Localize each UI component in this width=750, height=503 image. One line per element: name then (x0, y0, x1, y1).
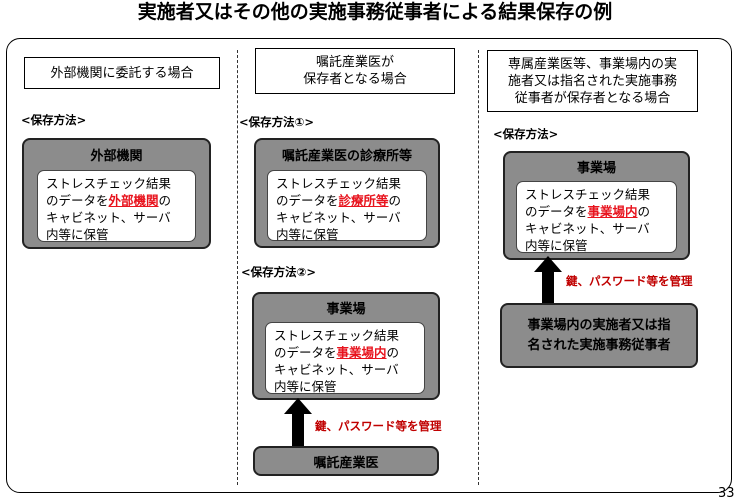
column-3-header-line: 専属産業医等、事業場内の実 (507, 56, 677, 72)
storage-note-line: ストレスチェック結果 (274, 328, 400, 343)
external-agency-box-title: 外部機関 (90, 149, 143, 164)
column-divider-2 (478, 50, 479, 485)
designated-staff-line: 事業場内の実施者又は指 (527, 317, 671, 333)
clinic-box: 嘱託産業医の診療所等 ストレスチェック結果 のデータを診療所等の キャビネット、… (254, 138, 440, 248)
external-agency-storage-note: ストレスチェック結果 のデータを外部機関の キャビネット、サーバ 内等に保管 (37, 170, 196, 242)
page-number: 33 (718, 486, 735, 501)
storage-note-line: ストレスチェック結果 (525, 187, 651, 202)
workplace-storage-note-2: ストレスチェック結果 のデータを事業場内の キャビネット、サーバ 内等に保管 (265, 322, 425, 394)
workplace-box-2-title: 事業場 (326, 302, 366, 317)
storage-note-line: 内等に保管 (276, 227, 339, 242)
column-2-method-1-label: <保存方法①> (239, 115, 315, 129)
storage-note-line: ストレスチェック結果 (276, 176, 402, 191)
storage-note-line: のデータを事業場内の (525, 204, 651, 219)
page-title: 実施者又はその他の実施事務従事者による結果保存の例 (137, 1, 613, 23)
column-2-method-2-label: <保存方法②> (241, 265, 317, 279)
key-management-label: 鍵、パスワード等を管理 (315, 419, 442, 433)
column-1-method-label: <保存方法> (21, 113, 87, 127)
workplace-box-3-title: 事業場 (576, 161, 616, 176)
storage-note-line: キャビネット、サーバ (274, 362, 399, 377)
storage-note-line: のデータを事業場内の (274, 345, 400, 360)
highlight-workplace: 事業場内 (587, 204, 638, 219)
workplace-box-2: 事業場 ストレスチェック結果 のデータを事業場内の キャビネット、サーバ 内等に… (252, 292, 440, 400)
external-agency-box: 外部機関 ストレスチェック結果 のデータを外部機関の キャビネット、サーバ 内等… (22, 138, 211, 249)
consulting-physician-box: 嘱託産業医 (253, 446, 439, 476)
workplace-storage-note-3: ストレスチェック結果 のデータを事業場内の キャビネット、サーバ 内等に保管 (516, 181, 677, 253)
column-3-header: 専属産業医等、事業場内の実 施者又は指名された実施事務 従事者が保存者となる場合 (487, 50, 698, 112)
column-3-header-line: 施者又は指名された実施事務 (507, 73, 677, 89)
highlight-workplace: 事業場内 (336, 345, 387, 360)
storage-note-line: 内等に保管 (46, 227, 109, 242)
storage-note-line: キャビネット、サーバ (525, 221, 650, 236)
up-arrow-icon (534, 256, 562, 304)
highlight-external-agency: 外部機関 (108, 193, 159, 208)
column-divider-1 (237, 50, 238, 485)
storage-note-line: のデータを診療所等の (276, 193, 402, 208)
consulting-physician-label: 嘱託産業医 (313, 455, 379, 471)
storage-note-line: 内等に保管 (274, 379, 337, 394)
column-3-method-label: <保存方法> (493, 127, 559, 141)
column-3-header-line: 従事者が保存者となる場合 (514, 90, 671, 106)
clinic-storage-note: ストレスチェック結果 のデータを診療所等の キャビネット、サーバ 内等に保管 (267, 170, 427, 242)
highlight-clinic: 診療所等 (338, 193, 389, 208)
storage-note-line: 内等に保管 (525, 238, 588, 253)
column-2-header-line: 保存者となる場合 (303, 72, 407, 87)
column-1-header-text: 外部機関に委託する場合 (50, 65, 194, 81)
diagram-frame (6, 38, 732, 493)
storage-note-line: キャビネット、サーバ (276, 210, 401, 225)
workplace-box-3: 事業場 ストレスチェック結果 のデータを事業場内の キャビネット、サーバ 内等に… (503, 151, 690, 260)
storage-note-line: キャビネット、サーバ (46, 210, 171, 225)
column-2-header-line: 嘱託産業医が (315, 55, 394, 70)
storage-note-line: のデータを外部機関の (46, 193, 172, 208)
clinic-box-title: 嘱託産業医の診療所等 (281, 149, 412, 164)
designated-staff-line: 名された実施事務従事者 (527, 337, 671, 353)
column-2-header: 嘱託産業医が 保存者となる場合 (255, 48, 455, 94)
designated-staff-box: 事業場内の実施者又は指 名された実施事務従事者 (500, 303, 698, 368)
column-1-header: 外部機関に委託する場合 (24, 57, 220, 89)
key-management-label: 鍵、パスワード等を管理 (566, 274, 693, 288)
storage-note-line: ストレスチェック結果 (46, 176, 172, 191)
